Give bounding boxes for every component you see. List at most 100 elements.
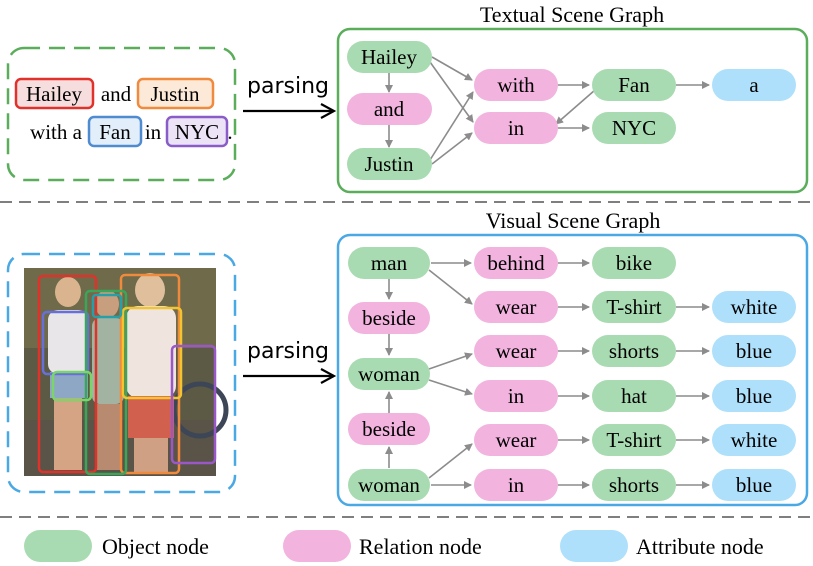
- node-wear2: [474, 335, 558, 367]
- node-beside2: [348, 413, 430, 445]
- node-beside2-label: beside: [362, 417, 416, 441]
- detection-boxes: [37, 273, 217, 476]
- node-tshirt1: [592, 291, 676, 323]
- legend-relation-label: Relation node: [359, 534, 482, 559]
- node-blue2-label: blue: [736, 384, 772, 408]
- edge-justin-with: [429, 91, 474, 161]
- node-blue1-label: blue: [736, 339, 772, 363]
- node-man: [348, 247, 430, 279]
- node-white2: [712, 424, 796, 456]
- sentence-word-justin: Justin: [150, 82, 200, 106]
- node-behind: [474, 247, 558, 279]
- nyc-highlight: [165, 115, 229, 148]
- node-shorts1: [592, 335, 676, 367]
- sentence-frame: [6, 46, 237, 182]
- edge-fan-in: [555, 89, 596, 125]
- edge-woman2-wear3: [428, 443, 473, 479]
- edge-hailey-in: [429, 61, 474, 123]
- node-and-label: and: [374, 97, 405, 121]
- node-bike-label: bike: [616, 251, 652, 275]
- sentence: Hailey and Justin with a Fan in NYC .: [14, 77, 233, 148]
- textual-graph-frame: [336, 27, 809, 194]
- node-woman1-label: woman: [358, 362, 420, 386]
- node-wear3: [474, 424, 558, 456]
- node-in1-label: in: [508, 384, 525, 408]
- textual-graph-title: Textual Scene Graph: [480, 2, 664, 27]
- person-middle-legs: [95, 404, 121, 470]
- node-in2-label: in: [508, 473, 525, 497]
- edge-woman1-wear2: [428, 352, 473, 370]
- node-white1: [712, 291, 796, 323]
- node-blue2: [712, 380, 796, 412]
- node-with: [474, 69, 558, 101]
- node-woman1: [348, 358, 430, 390]
- visual-graph-frame: [336, 233, 809, 507]
- visual-parsing-label: parsing: [247, 339, 329, 364]
- sentence-word-in: in: [145, 120, 162, 144]
- node-wear2-label: wear: [496, 339, 537, 363]
- node-a: [712, 69, 796, 101]
- box-light-green: [51, 370, 93, 402]
- node-shorts1-label: shorts: [609, 339, 659, 363]
- box-purple: [170, 344, 217, 465]
- legend-attribute-label: Attribute node: [636, 534, 764, 559]
- person-right-head: [135, 273, 165, 307]
- legend: Object node Relation node Attribute node: [24, 530, 764, 562]
- visual-edges: [385, 259, 710, 489]
- edge-justin-in: [431, 132, 473, 165]
- visual-graph-title: Visual Scene Graph: [486, 208, 661, 233]
- node-nyc: [592, 112, 676, 144]
- node-man-label: man: [371, 251, 408, 275]
- node-in-label: in: [508, 116, 525, 140]
- node-tshirt1-label: T-shirt: [606, 295, 661, 319]
- node-white1-label: white: [731, 295, 778, 319]
- hailey-highlight: [14, 77, 95, 110]
- node-beside1-label: beside: [362, 306, 416, 330]
- legend-object-label: Object node: [102, 534, 209, 559]
- node-shorts2-label: shorts: [609, 473, 659, 497]
- node-hat: [592, 380, 676, 412]
- node-justin: [347, 148, 432, 180]
- node-justin-label: Justin: [364, 152, 414, 176]
- person-left-body: [48, 310, 88, 374]
- legend-object-swatch: [24, 530, 92, 562]
- box-teal: [91, 293, 123, 319]
- node-wear3-label: wear: [496, 428, 537, 452]
- node-behind-label: behind: [487, 251, 545, 275]
- person-right-shorts: [128, 396, 174, 438]
- box-red: [37, 274, 98, 474]
- sentence-word-fan: Fan: [99, 120, 131, 144]
- node-hat-label: hat: [621, 384, 647, 408]
- fan-highlight: [87, 115, 143, 148]
- box-green: [84, 289, 128, 476]
- sentence-word-hailey: Hailey: [26, 82, 82, 106]
- node-in: [474, 112, 558, 144]
- sentence-word-nyc: NYC: [175, 120, 219, 144]
- node-fan: [592, 69, 676, 101]
- person-middle-body: [92, 318, 124, 404]
- node-wear1-label: wear: [496, 295, 537, 319]
- box-blue: [41, 310, 90, 376]
- person-right-legs: [134, 438, 168, 474]
- node-nyc-label: NYC: [612, 116, 656, 140]
- edge-hailey-with: [431, 56, 473, 81]
- person-right-body: [126, 306, 176, 398]
- node-woman2-label: woman: [358, 473, 420, 497]
- textual-parsing-label: parsing: [247, 74, 329, 99]
- node-white2-label: white: [731, 428, 778, 452]
- node-blue3-label: blue: [736, 473, 772, 497]
- node-in1: [474, 380, 558, 412]
- node-shorts2: [592, 469, 676, 501]
- visual-nodes: man behind bike wear T-shirt white besid…: [348, 247, 796, 501]
- edge-man-wear1: [428, 269, 473, 305]
- person-middle-head: [95, 290, 119, 318]
- person-left-head: [55, 277, 81, 307]
- node-blue1: [712, 335, 796, 367]
- justin-highlight: [136, 77, 215, 110]
- node-and: [347, 93, 432, 125]
- node-beside1: [348, 302, 430, 334]
- legend-relation-swatch: [283, 530, 351, 562]
- node-woman2: [348, 469, 430, 501]
- person-left-legs: [54, 398, 82, 470]
